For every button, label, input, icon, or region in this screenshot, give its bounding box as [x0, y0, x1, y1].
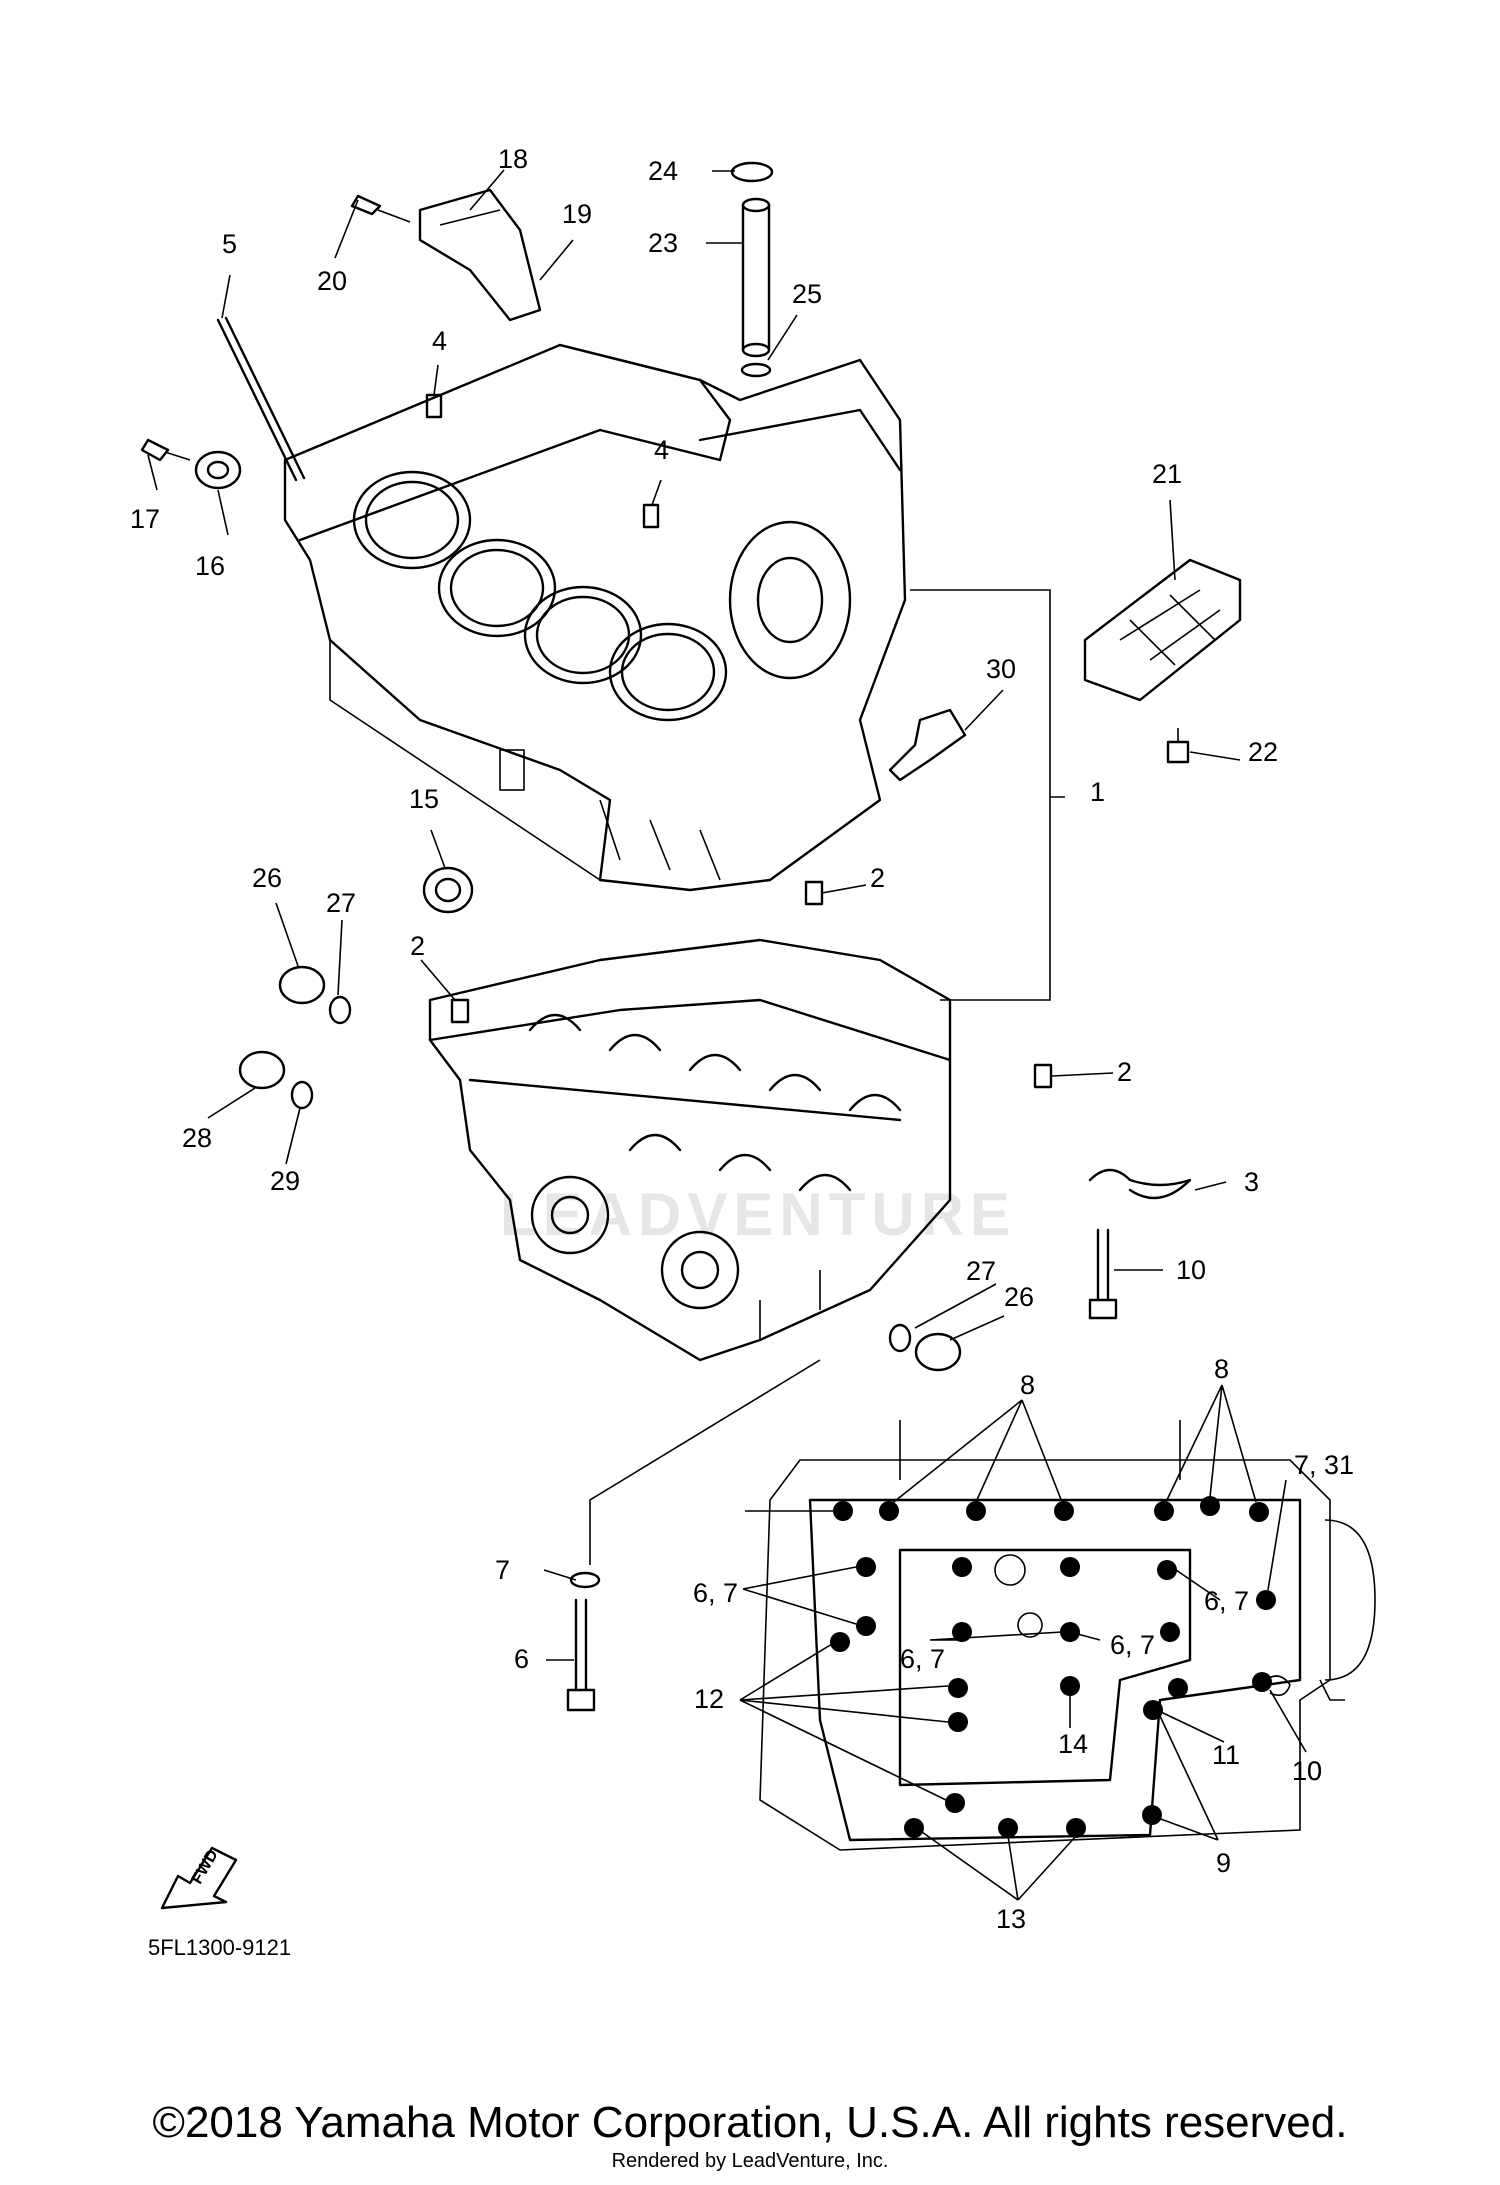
callout-2c: 2 — [1117, 1057, 1132, 1087]
small-parts — [140, 161, 1242, 1712]
callout-30: 30 — [986, 654, 1016, 684]
lower-crankcase — [428, 938, 952, 1362]
callout-6-7a: 6, 7 — [693, 1578, 738, 1608]
callout-labels: 18 19 20 24 23 25 5 4 4 17 16 21 30 22 1… — [130, 144, 1354, 1934]
callout-26b: 26 — [1004, 1282, 1034, 1312]
callout-14: 14 — [1058, 1729, 1088, 1759]
callout-2b: 2 — [410, 931, 425, 961]
callout-4b: 4 — [654, 435, 669, 465]
callout-21: 21 — [1152, 459, 1182, 489]
callout-4a: 4 — [432, 326, 447, 356]
callout-6-7b: 6, 7 — [1204, 1586, 1249, 1616]
part-code: 5FL1300-9121 — [148, 1935, 292, 1960]
callout-1: 1 — [1090, 777, 1105, 807]
callout-24: 24 — [648, 156, 678, 186]
fwd-arrow-icon: FWD — [160, 1846, 238, 1910]
callout-6-7d: 6, 7 — [1110, 1630, 1155, 1660]
fwd-label: FWD — [189, 1847, 222, 1887]
callout-9: 9 — [1216, 1848, 1231, 1878]
callout-27b: 27 — [966, 1256, 996, 1286]
leader-lines — [147, 169, 1307, 1901]
callout-22: 22 — [1248, 737, 1278, 767]
callout-27a: 27 — [326, 888, 356, 918]
rendered-by-notice: Rendered by LeadVenture, Inc. — [611, 2150, 889, 2172]
callout-13: 13 — [996, 1904, 1026, 1934]
callout-20: 20 — [317, 266, 347, 296]
callout-8a: 8 — [1020, 1370, 1035, 1400]
callout-10a: 10 — [1176, 1255, 1206, 1285]
callout-8b: 8 — [1214, 1354, 1229, 1384]
callout-28: 28 — [182, 1123, 212, 1153]
callout-7: 7 — [495, 1555, 510, 1585]
callout-12: 12 — [694, 1684, 724, 1714]
callout-11: 11 — [1212, 1740, 1240, 1770]
callout-10c: 10 — [1292, 1756, 1322, 1786]
callout-16: 16 — [195, 551, 225, 581]
watermark: LEADVENTURE — [500, 1181, 1016, 1248]
callout-26a: 26 — [252, 863, 282, 893]
callout-5: 5 — [222, 229, 237, 259]
callout-7-31: 7, 31 — [1294, 1450, 1354, 1480]
callout-3: 3 — [1244, 1167, 1259, 1197]
callout-10b: 10 — [1292, 1756, 1322, 1786]
bolt-dots — [830, 1496, 1276, 1838]
upper-crankcase — [283, 343, 907, 892]
bolt-pattern-inset — [759, 1420, 1376, 1851]
callout-19: 19 — [562, 199, 592, 229]
callout-15: 15 — [409, 784, 439, 814]
callout-17: 17 — [130, 504, 160, 534]
callout-18: 18 — [498, 144, 528, 174]
callout-25: 25 — [792, 279, 822, 309]
callout-29: 29 — [270, 1166, 300, 1196]
callout-23: 23 — [648, 228, 678, 258]
copyright-notice: ©2018 Yamaha Motor Corporation, U.S.A. A… — [152, 2098, 1348, 2147]
callout-2a: 2 — [870, 863, 885, 893]
callout-6-7c: 6, 7 — [900, 1644, 945, 1674]
callout-6: 6 — [514, 1644, 529, 1674]
